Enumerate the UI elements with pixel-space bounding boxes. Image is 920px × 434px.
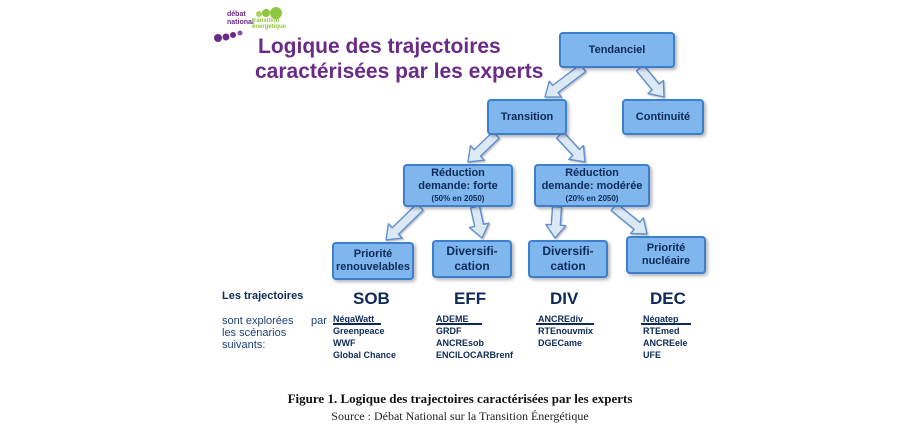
- scenario-item: DGECame: [538, 338, 583, 348]
- explored-line-3: suivants:: [222, 339, 266, 351]
- node-transition: Transition: [487, 99, 567, 135]
- scenario-item: ENCILOCARBrenf: [436, 350, 514, 360]
- scenario-item: RTEmed: [643, 326, 680, 336]
- node-reduction-moderee-line1: Réduction: [565, 167, 619, 179]
- arrow-forte-renouvelables: [385, 203, 424, 241]
- logo-text-transition: transition: [252, 18, 280, 24]
- scenario-item: RTEnouvmix: [538, 326, 594, 336]
- explored-label: sont explorées les scénarios suivants:: [222, 315, 312, 351]
- arrow-tendanciel-continuite: [635, 64, 665, 98]
- logo-circles-icon: [214, 7, 282, 42]
- node-tendanciel: Tendanciel: [559, 32, 675, 68]
- trajectory-code-div: DIV: [550, 289, 579, 308]
- scenario-item: UFE: [643, 350, 661, 360]
- figure-caption-title: Figure 1. Logique des trajectoires carac…: [287, 391, 633, 406]
- logo-text-debat: débat: [227, 11, 246, 18]
- underline-dec: [641, 323, 691, 325]
- scenario-item: ANCREdiv: [538, 314, 584, 324]
- node-reduction-forte-line2: demande: forte: [418, 180, 498, 192]
- scenario-list-sob: NégaWatt Greenpeace WWF Global Chance: [333, 313, 396, 361]
- scenario-list-div: ANCREdiv RTEnouvmix DGECame: [538, 313, 593, 349]
- scenario-item: ANCREsob: [436, 338, 485, 348]
- node-diversification-eff: Diversifi- cation: [432, 240, 512, 278]
- explored-line-1: sont explorées: [222, 315, 294, 327]
- arrow-transition-moderee: [556, 131, 586, 163]
- node-diversification-div-line2: cation: [550, 259, 586, 273]
- scenario-item: Global Chance: [333, 350, 397, 360]
- logo-text-energetique: énergétique: [252, 24, 287, 30]
- debat-national-logo: débat national transition énergétique: [212, 4, 292, 46]
- title-line-2: caractérisées par les experts: [255, 60, 544, 83]
- scenario-list-dec: Négatep RTEmed ANCREele UFE: [643, 313, 688, 361]
- logo-text-national: national: [227, 19, 254, 26]
- node-priorite-nucleaire-line2: nucléaire: [641, 255, 691, 267]
- node-tendanciel-label: Tendanciel: [588, 43, 646, 56]
- node-reduction-forte-line1: Réduction: [431, 167, 485, 179]
- node-diversification-div: Diversifi- cation: [528, 240, 608, 278]
- node-reduction-moderee: Réduction demande: modérée (20% en 2050): [534, 164, 650, 207]
- underline-eff: [436, 323, 482, 325]
- node-reduction-forte-sub: (50% en 2050): [431, 194, 485, 203]
- scenario-list-eff: ADEME GRDF ANCREsob ENCILOCARBrenf: [436, 313, 513, 361]
- arrow-transition-forte: [467, 131, 500, 163]
- trajectory-code-dec: DEC: [650, 289, 686, 308]
- diagram-title: Logique des trajectoires caractérisées p…: [255, 34, 548, 84]
- scenario-item: ANCREele: [643, 338, 688, 348]
- underline-sob: [333, 323, 381, 325]
- node-diversification-div-line1: Diversifi-: [542, 244, 594, 258]
- trajectories-label: Les trajectoires: [222, 290, 304, 302]
- par-label: par: [311, 315, 327, 327]
- node-continuite: Continuité: [622, 99, 704, 135]
- node-priorite-renouvelables-line1: Priorité: [353, 248, 393, 260]
- node-transition-label: Transition: [500, 110, 554, 123]
- scenario-item: Greenpeace: [333, 326, 385, 336]
- trajectory-code-eff: EFF: [454, 289, 487, 308]
- node-continuite-label: Continuité: [635, 110, 691, 123]
- node-reduction-moderee-sub: (20% en 2050): [565, 194, 619, 203]
- trajectory-code-sob: SOB: [353, 289, 390, 308]
- node-priorite-renouvelables: Priorité renouvelables: [332, 242, 414, 280]
- node-reduction-forte: Réduction demande: forte (50% en 2050): [403, 164, 513, 207]
- node-reduction-moderee-line2: demande: modérée: [541, 180, 643, 192]
- figure-caption: Figure 1. Logique des trajectoires carac…: [0, 390, 920, 424]
- explored-line-2: les scénarios: [222, 327, 287, 339]
- scenario-item: NégaWatt: [333, 314, 375, 324]
- scenario-item: WWF: [333, 338, 356, 348]
- node-diversification-eff-line1: Diversifi-: [446, 244, 498, 258]
- node-priorite-nucleaire-line1: Priorité: [646, 242, 686, 254]
- arrow-moderee-nucleaire: [610, 202, 648, 235]
- scenario-item: ADEME: [436, 314, 469, 324]
- arrow-tendanciel-transition: [544, 63, 587, 98]
- figure-caption-source: Source : Débat National sur la Transitio…: [331, 409, 589, 423]
- node-diversification-eff-line2: cation: [454, 259, 490, 273]
- node-priorite-nucleaire: Priorité nucléaire: [626, 236, 706, 274]
- underline-div: [536, 323, 594, 325]
- scenario-item: GRDF: [436, 326, 462, 336]
- scenario-item: Négatep: [643, 314, 679, 324]
- node-priorite-renouvelables-line2: renouvelables: [336, 261, 410, 273]
- title-line-1: Logique des trajectoires: [258, 35, 501, 58]
- arrow-moderee-diversification: [545, 205, 567, 239]
- arrow-forte-diversification: [468, 205, 490, 239]
